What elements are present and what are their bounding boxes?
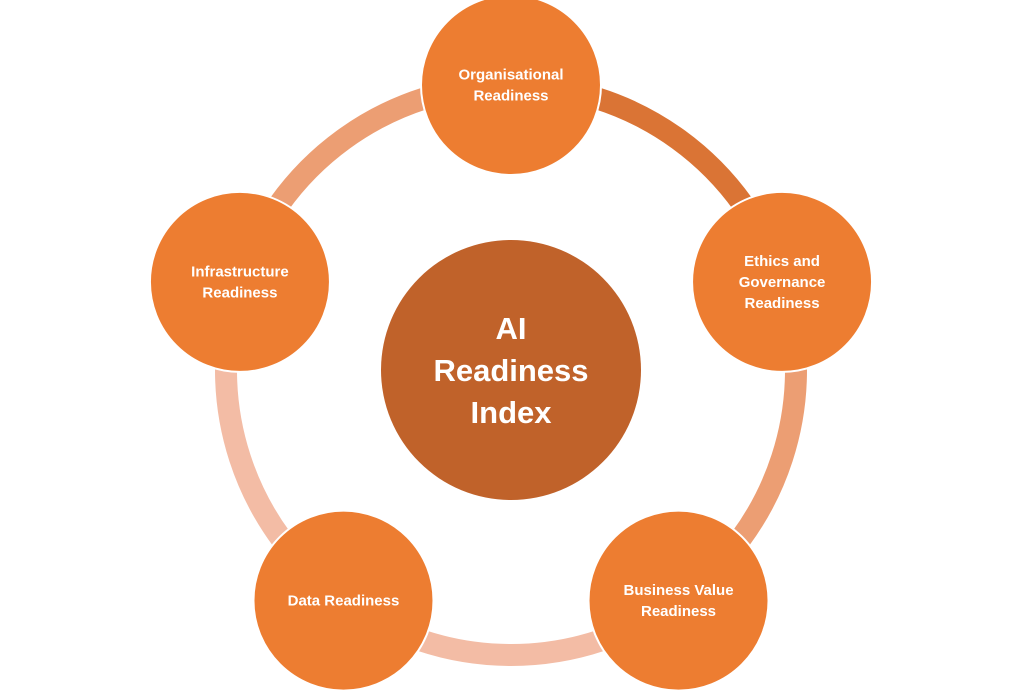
node-label-line: Data Readiness: [288, 593, 400, 610]
center-label-line: Readiness: [433, 353, 588, 388]
node-circle: [691, 190, 874, 373]
center-label-line: Index: [471, 395, 553, 430]
node-label-line: Readiness: [473, 88, 548, 105]
node-circle: [420, 0, 602, 176]
node-label-line: Business Value: [623, 582, 733, 599]
node-label-line: Readiness: [641, 603, 716, 620]
center-label-line: AI: [496, 311, 527, 346]
node-label: Data Readiness: [288, 593, 400, 610]
node-circle: [587, 509, 770, 692]
node-label-line: Governance: [739, 274, 826, 291]
node-data: Data Readiness: [252, 509, 435, 692]
node-label-line: Readiness: [202, 284, 277, 301]
node-circle: [148, 190, 331, 373]
node-label-line: Organisational: [458, 67, 563, 84]
node-label-line: Infrastructure: [191, 263, 289, 280]
node-label-line: Ethics and: [744, 253, 820, 270]
center-circle: [381, 240, 641, 500]
node-circle: [252, 509, 435, 692]
node-label-line: Readiness: [745, 295, 820, 312]
